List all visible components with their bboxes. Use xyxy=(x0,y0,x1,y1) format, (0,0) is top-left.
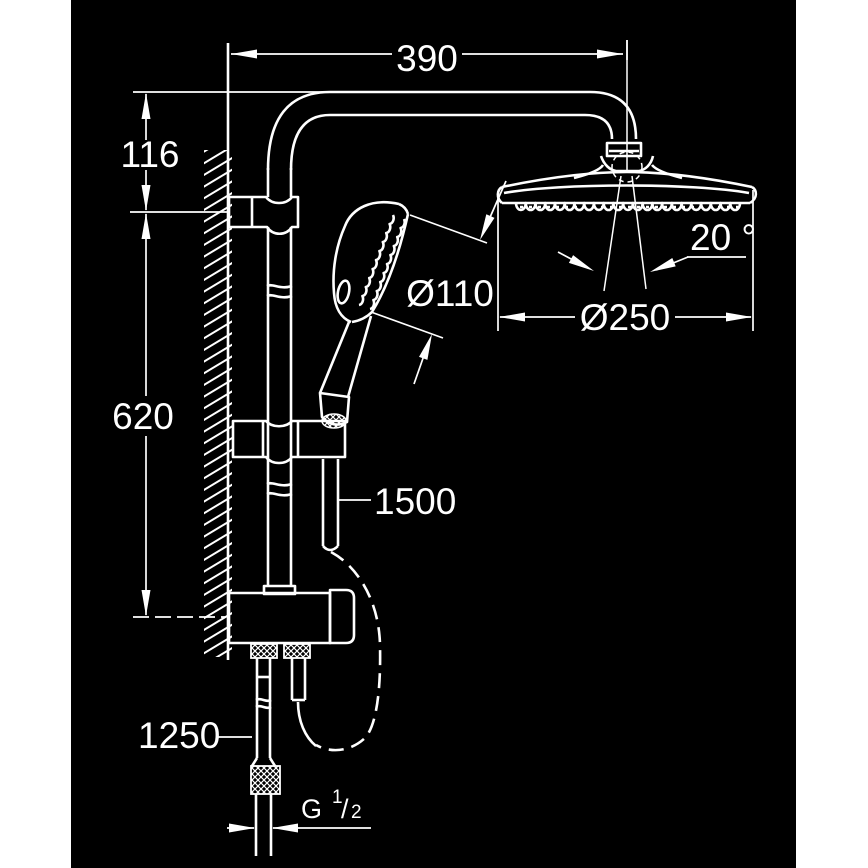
hand-shower-nozzles xyxy=(369,218,406,311)
dimension-20deg: 20 ° xyxy=(557,217,756,272)
shower-rail-pipe xyxy=(266,90,638,587)
dimension-g-half: G 1 / 2 xyxy=(227,787,371,833)
dimension-390: 390 xyxy=(231,38,628,79)
thread-denominator: 2 xyxy=(351,802,362,823)
dimension-dia-110: Ø110 xyxy=(370,180,507,385)
head-connector-nut xyxy=(605,141,643,158)
drawing-canvas xyxy=(71,0,796,868)
thread-numerator: 1 xyxy=(332,787,343,808)
hand-shower-face-edge xyxy=(370,213,410,313)
ball-joint-hidden-line xyxy=(611,151,643,183)
pipe-break-symbol-lower xyxy=(266,481,293,487)
head-mount xyxy=(573,164,683,180)
diverter-housing xyxy=(227,584,356,856)
wall-hatching xyxy=(204,43,232,660)
spray-mode-button xyxy=(336,279,351,305)
dimension-1500: 1500 xyxy=(338,481,456,522)
head-shower xyxy=(496,141,758,212)
dim-116-label: 116 xyxy=(121,134,180,175)
dim-1250-label: 1250 xyxy=(138,715,220,756)
dim-620-label: 620 xyxy=(112,396,174,437)
dimension-620: 620 xyxy=(112,213,226,618)
dim-20deg-label: 20 ° xyxy=(690,217,756,258)
thread-letter: G xyxy=(301,794,322,824)
hand-shower-handle xyxy=(318,321,351,394)
dimension-1250: 1250 xyxy=(138,715,252,756)
nozzle-band xyxy=(514,201,742,212)
dimension-dia-250: Ø250 xyxy=(497,190,754,338)
hose-nut-left xyxy=(250,643,278,659)
dim-110-label: Ø110 xyxy=(406,273,494,314)
dim-250-label: Ø250 xyxy=(580,297,671,338)
shower-hose xyxy=(296,459,382,752)
dim-390-label: 390 xyxy=(396,38,458,79)
hose-nut-right xyxy=(283,643,311,659)
thread-slash: / xyxy=(341,794,349,824)
dim-1500-label: 1500 xyxy=(374,481,456,522)
supply-hose-nut xyxy=(250,765,281,795)
hand-shower xyxy=(318,200,410,429)
wall-bracket-top xyxy=(227,195,300,236)
pipe-break-symbol xyxy=(266,283,293,289)
hand-shower-holder xyxy=(231,419,347,465)
head-top-edge xyxy=(501,170,753,189)
spray-cone xyxy=(603,40,647,292)
dimension-116: 116 xyxy=(121,91,330,213)
